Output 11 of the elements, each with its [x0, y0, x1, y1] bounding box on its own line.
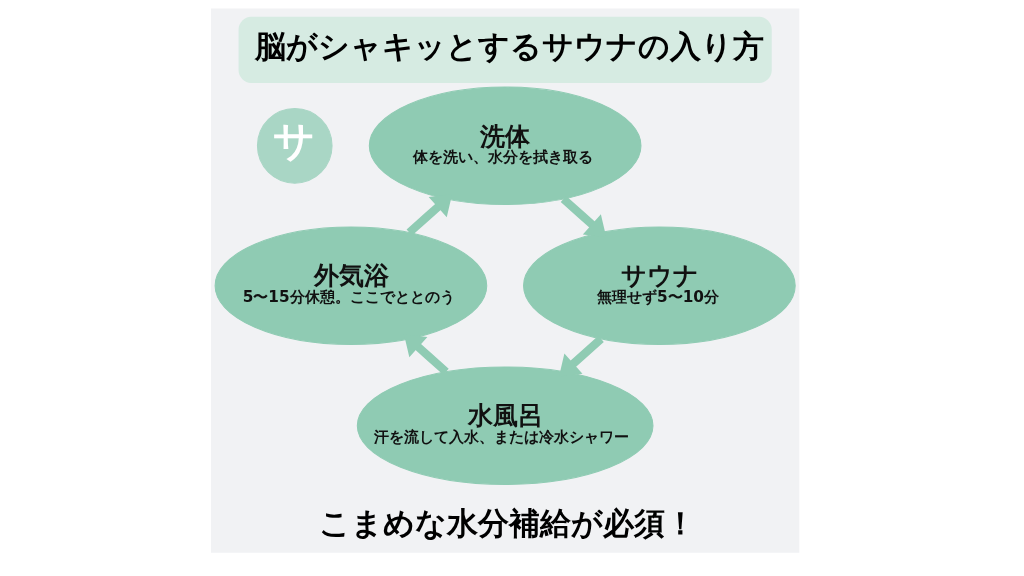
arrow — [560, 195, 606, 238]
diagram-title: 脳がシャキッとするサウナの入り方 — [254, 28, 764, 64]
arrow — [406, 194, 452, 236]
arrow — [558, 335, 604, 377]
node-ellipse: 外気浴 5〜15分休憩。ここでととのう — [214, 226, 487, 345]
node-ellipse: 水風呂 汗を流して入水、または冷水シャワー — [356, 366, 653, 485]
label: こまめな水分補給が必須！ — [318, 506, 696, 542]
node-ellipse: 洗体 体を洗い、水分を拭き取る — [368, 86, 641, 206]
node-circle: サ — [256, 108, 333, 184]
arrow — [403, 334, 449, 375]
node-ellipse: サウナ 無理せず5〜10分 — [522, 226, 796, 345]
